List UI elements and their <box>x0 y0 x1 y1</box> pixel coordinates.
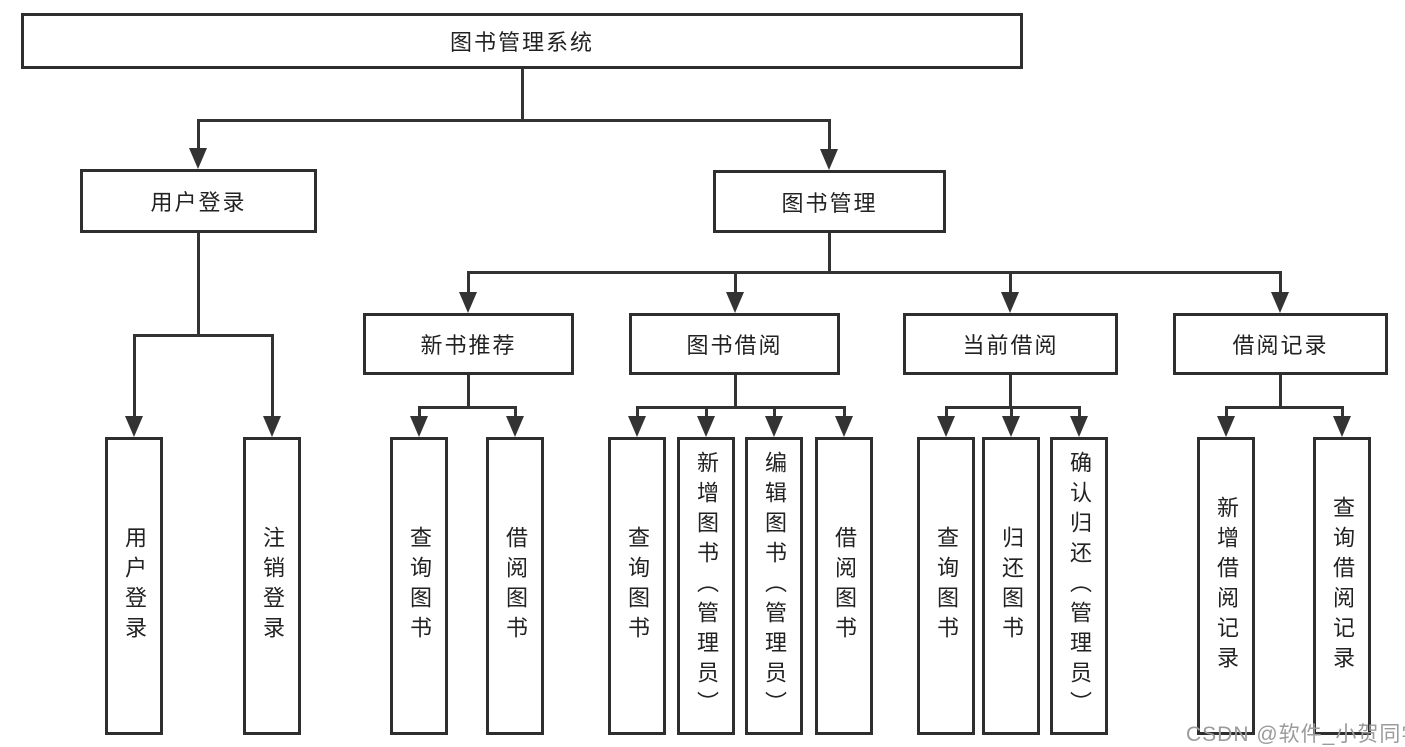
leaf-label: 借阅图书 <box>503 526 528 646</box>
connector-line <box>1341 406 1344 421</box>
leaf-query-books-borrowing: 查询图书 <box>608 437 666 735</box>
arrow-down-icon <box>1217 416 1235 437</box>
node-user-login: 用户登录 <box>80 169 317 233</box>
arrow-down-icon <box>1002 416 1020 437</box>
connector-line <box>418 406 421 421</box>
node-library-management-system: 图书管理系统 <box>21 13 1023 69</box>
connector-line <box>1279 271 1282 296</box>
connector-line <box>945 406 948 421</box>
node-borrowing-records: 借阅记录 <box>1173 313 1388 375</box>
node-label: 图书借阅 <box>686 333 783 358</box>
leaf-label: 新增图书（管理员） <box>694 451 719 721</box>
node-label: 图书管理系统 <box>449 30 594 55</box>
connector-line <box>521 69 524 120</box>
arrow-down-icon <box>263 416 281 437</box>
connector-line <box>1225 406 1228 421</box>
leaf-label: 新增借阅记录 <box>1214 496 1239 676</box>
connector-line <box>467 375 470 408</box>
leaf-label: 注销登录 <box>260 526 285 646</box>
node-label: 当前借阅 <box>962 333 1059 358</box>
leaf-query-books-current: 查询图书 <box>917 437 975 735</box>
leaf-label: 用户登录 <box>122 526 147 646</box>
connector-line <box>197 119 831 122</box>
node-current-borrowing: 当前借阅 <box>903 313 1118 375</box>
arrow-down-icon <box>410 416 428 437</box>
leaf-logout: 注销登录 <box>243 437 301 735</box>
leaf-label: 查询图书 <box>934 526 959 646</box>
connector-line <box>197 233 200 335</box>
arrow-down-icon <box>726 292 744 313</box>
arrow-down-icon <box>125 416 143 437</box>
connector-line <box>1009 271 1012 296</box>
arrow-down-icon <box>1001 292 1019 313</box>
arrow-down-icon <box>189 148 207 169</box>
connector-line <box>514 406 517 421</box>
connector-line <box>1078 406 1081 421</box>
leaf-label: 查询借阅记录 <box>1330 496 1355 676</box>
arrow-down-icon <box>459 292 477 313</box>
connector-line <box>271 334 274 418</box>
leaf-label: 查询图书 <box>625 526 650 646</box>
connector-line <box>467 271 470 296</box>
arrow-down-icon <box>628 416 646 437</box>
arrow-down-icon <box>937 416 955 437</box>
connector-line <box>705 406 708 421</box>
connector-line <box>636 406 845 409</box>
csdn-watermark: CSDN @软件_小贺同学 <box>1186 723 1405 746</box>
leaf-query-books-recommend: 查询图书 <box>390 437 448 735</box>
arrow-down-icon <box>1271 292 1289 313</box>
leaf-query-borrow-record: 查询借阅记录 <box>1313 437 1371 735</box>
connector-line <box>133 334 274 337</box>
connector-line <box>734 375 737 408</box>
connector-line <box>636 406 639 421</box>
leaf-label: 归还图书 <box>999 526 1024 646</box>
node-label: 用户登录 <box>150 190 247 215</box>
arrow-down-icon <box>765 416 783 437</box>
connector-line <box>773 406 776 421</box>
connector-line <box>1010 406 1013 421</box>
arrow-down-icon <box>835 416 853 437</box>
connector-line <box>1279 375 1282 408</box>
leaf-edit-books-admin: 编辑图书（管理员） <box>745 437 803 735</box>
node-book-borrowing: 图书借阅 <box>629 313 840 375</box>
connector-line <box>843 406 846 421</box>
arrow-down-icon <box>506 416 524 437</box>
leaf-confirm-return-admin: 确认归还（管理员） <box>1050 437 1108 735</box>
leaf-borrow-books-recommend: 借阅图书 <box>486 437 544 735</box>
arrow-down-icon <box>820 149 838 170</box>
leaf-user-login: 用户登录 <box>105 437 163 735</box>
connector-line <box>828 119 831 152</box>
leaf-borrow-books-borrowing: 借阅图书 <box>815 437 873 735</box>
connector-line <box>1225 406 1343 409</box>
connector-line <box>1009 375 1012 408</box>
connector-line <box>197 119 200 152</box>
leaf-add-books-admin: 新增图书（管理员） <box>677 437 735 735</box>
arrow-down-icon <box>697 416 715 437</box>
node-label: 借阅记录 <box>1232 333 1329 358</box>
node-label: 图书管理 <box>781 190 878 216</box>
node-label: 新书推荐 <box>420 333 517 358</box>
connector-line <box>467 271 1282 274</box>
node-book-management: 图书管理 <box>713 170 946 233</box>
leaf-label: 借阅图书 <box>832 526 857 646</box>
connector-line <box>828 233 831 273</box>
leaf-label: 查询图书 <box>407 526 432 646</box>
leaf-add-borrow-record: 新增借阅记录 <box>1197 437 1255 735</box>
leaf-label: 确认归还（管理员） <box>1067 451 1092 721</box>
arrow-down-icon <box>1333 416 1351 437</box>
node-new-book-recommend: 新书推荐 <box>363 313 574 375</box>
arrow-down-icon <box>1070 416 1088 437</box>
connector-line <box>734 271 737 296</box>
connector-line <box>133 334 136 418</box>
leaf-label: 编辑图书（管理员） <box>762 451 787 721</box>
connector-line <box>418 406 517 409</box>
leaf-return-books: 归还图书 <box>982 437 1040 735</box>
